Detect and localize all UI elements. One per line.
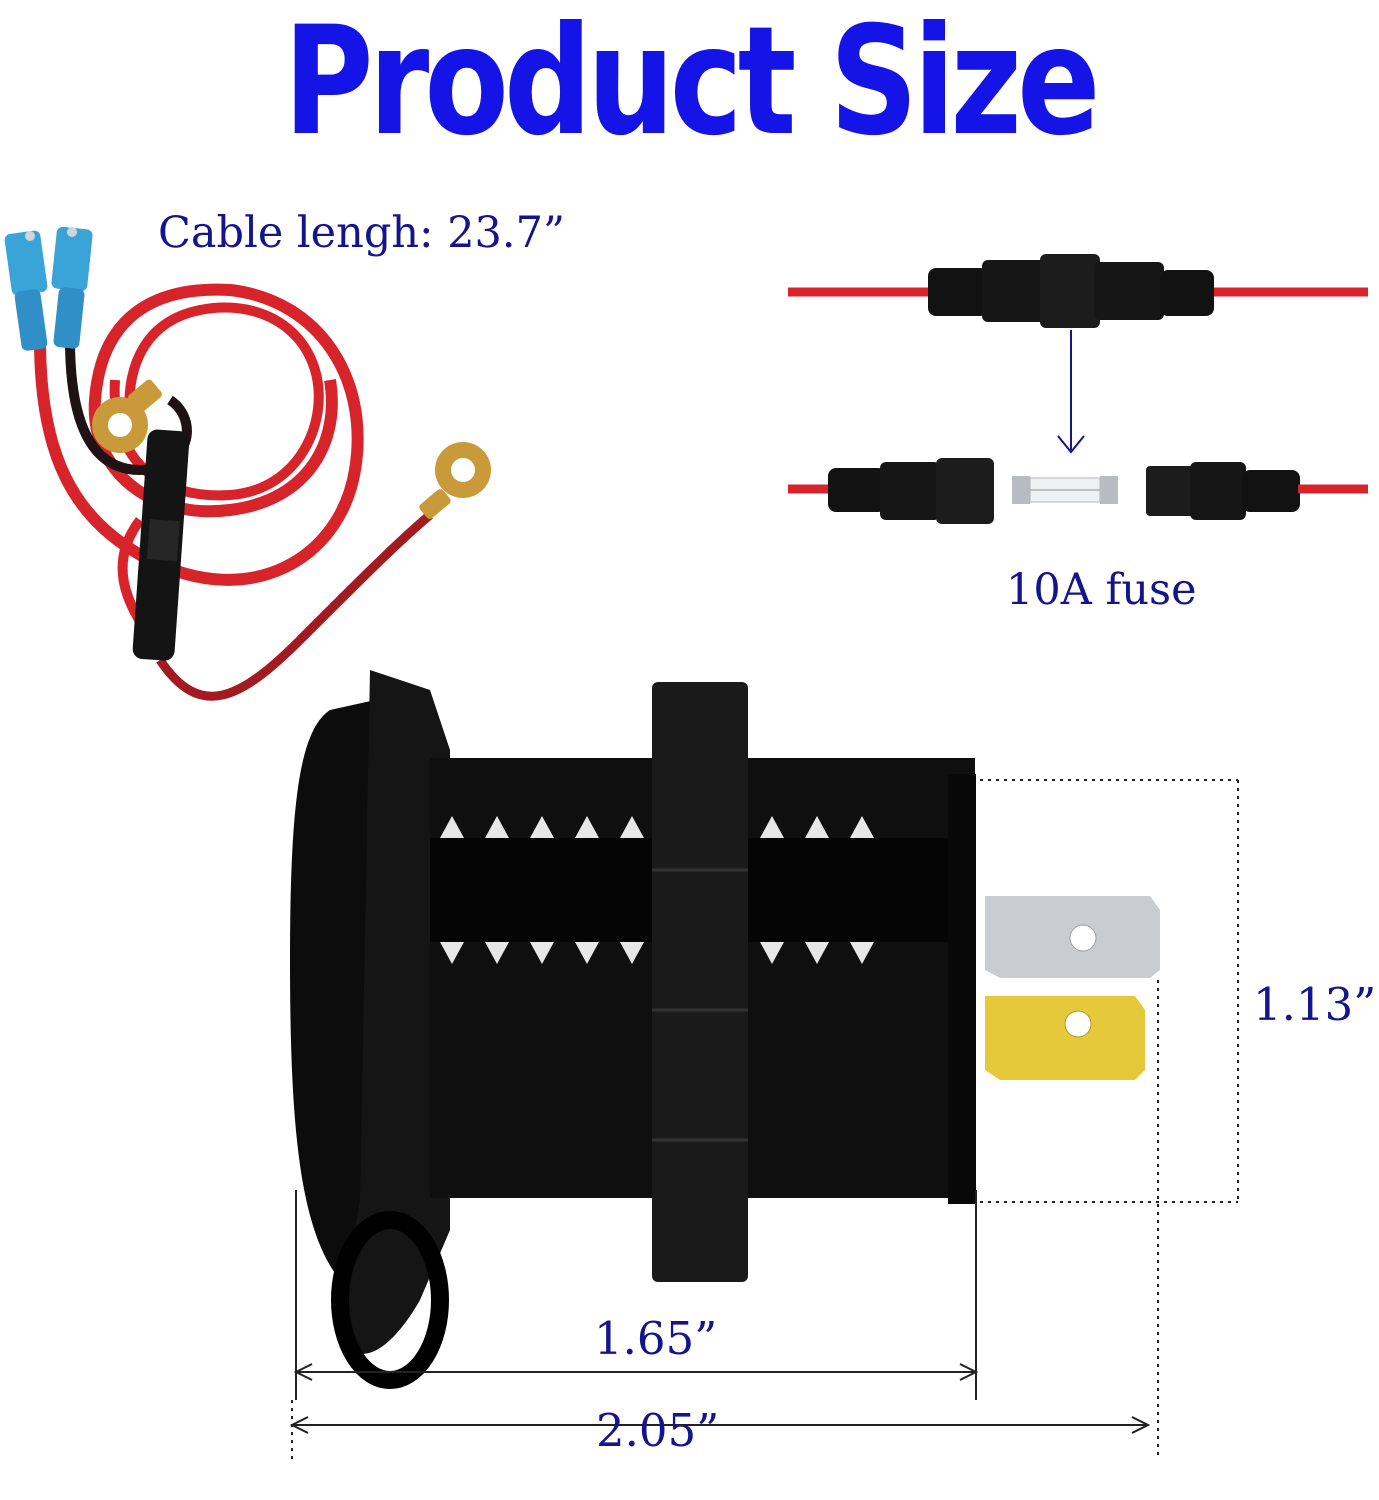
- inner-width-dimension-label: 1.65”: [594, 1312, 718, 1365]
- ring-terminal-icon: [92, 379, 491, 519]
- cable-harness: [4, 226, 491, 701]
- glass-fuse-icon: [1012, 476, 1118, 504]
- total-width-dimension-label: 2.05”: [596, 1404, 720, 1457]
- terminal-icon: [985, 896, 1160, 1080]
- fuse-holder-diagram: [788, 254, 1368, 524]
- cable-length-label: Cable lengh: 23.7”: [158, 208, 565, 258]
- page-title: Product Size: [283, 0, 1100, 169]
- fuse-label: 10A fuse: [1006, 565, 1197, 615]
- height-dimension-label: 1.13”: [1253, 978, 1377, 1031]
- socket-body: [290, 670, 1160, 1389]
- spade-connector-icon: [4, 226, 93, 351]
- dimension-lines: [289, 779, 1239, 1460]
